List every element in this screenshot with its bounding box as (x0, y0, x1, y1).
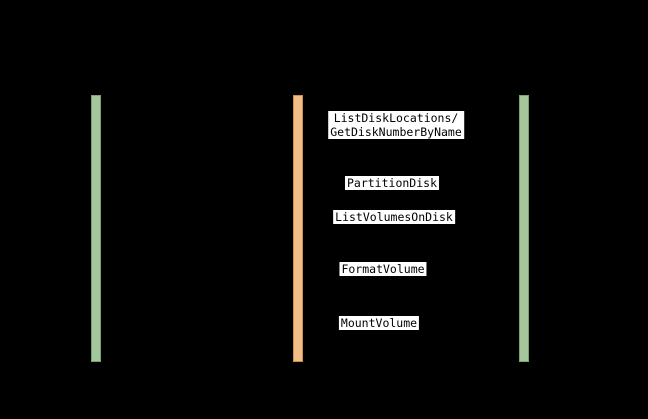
message-label-mountvolume: MountVolume (338, 316, 420, 330)
message-label-formatvolume: FormatVolume (339, 262, 427, 276)
message-label-listdisklocations: ListDiskLocations/ GetDiskNumberByName (328, 111, 464, 139)
message-label-partitiondisk: PartitionDisk (344, 176, 440, 190)
right-lifeline-activation-bar (519, 95, 529, 362)
message-label-listvolumesondisk: ListVolumesOnDisk (333, 210, 455, 224)
left-lifeline-activation-bar (91, 95, 101, 362)
middle-lifeline-activation-bar (293, 95, 303, 362)
